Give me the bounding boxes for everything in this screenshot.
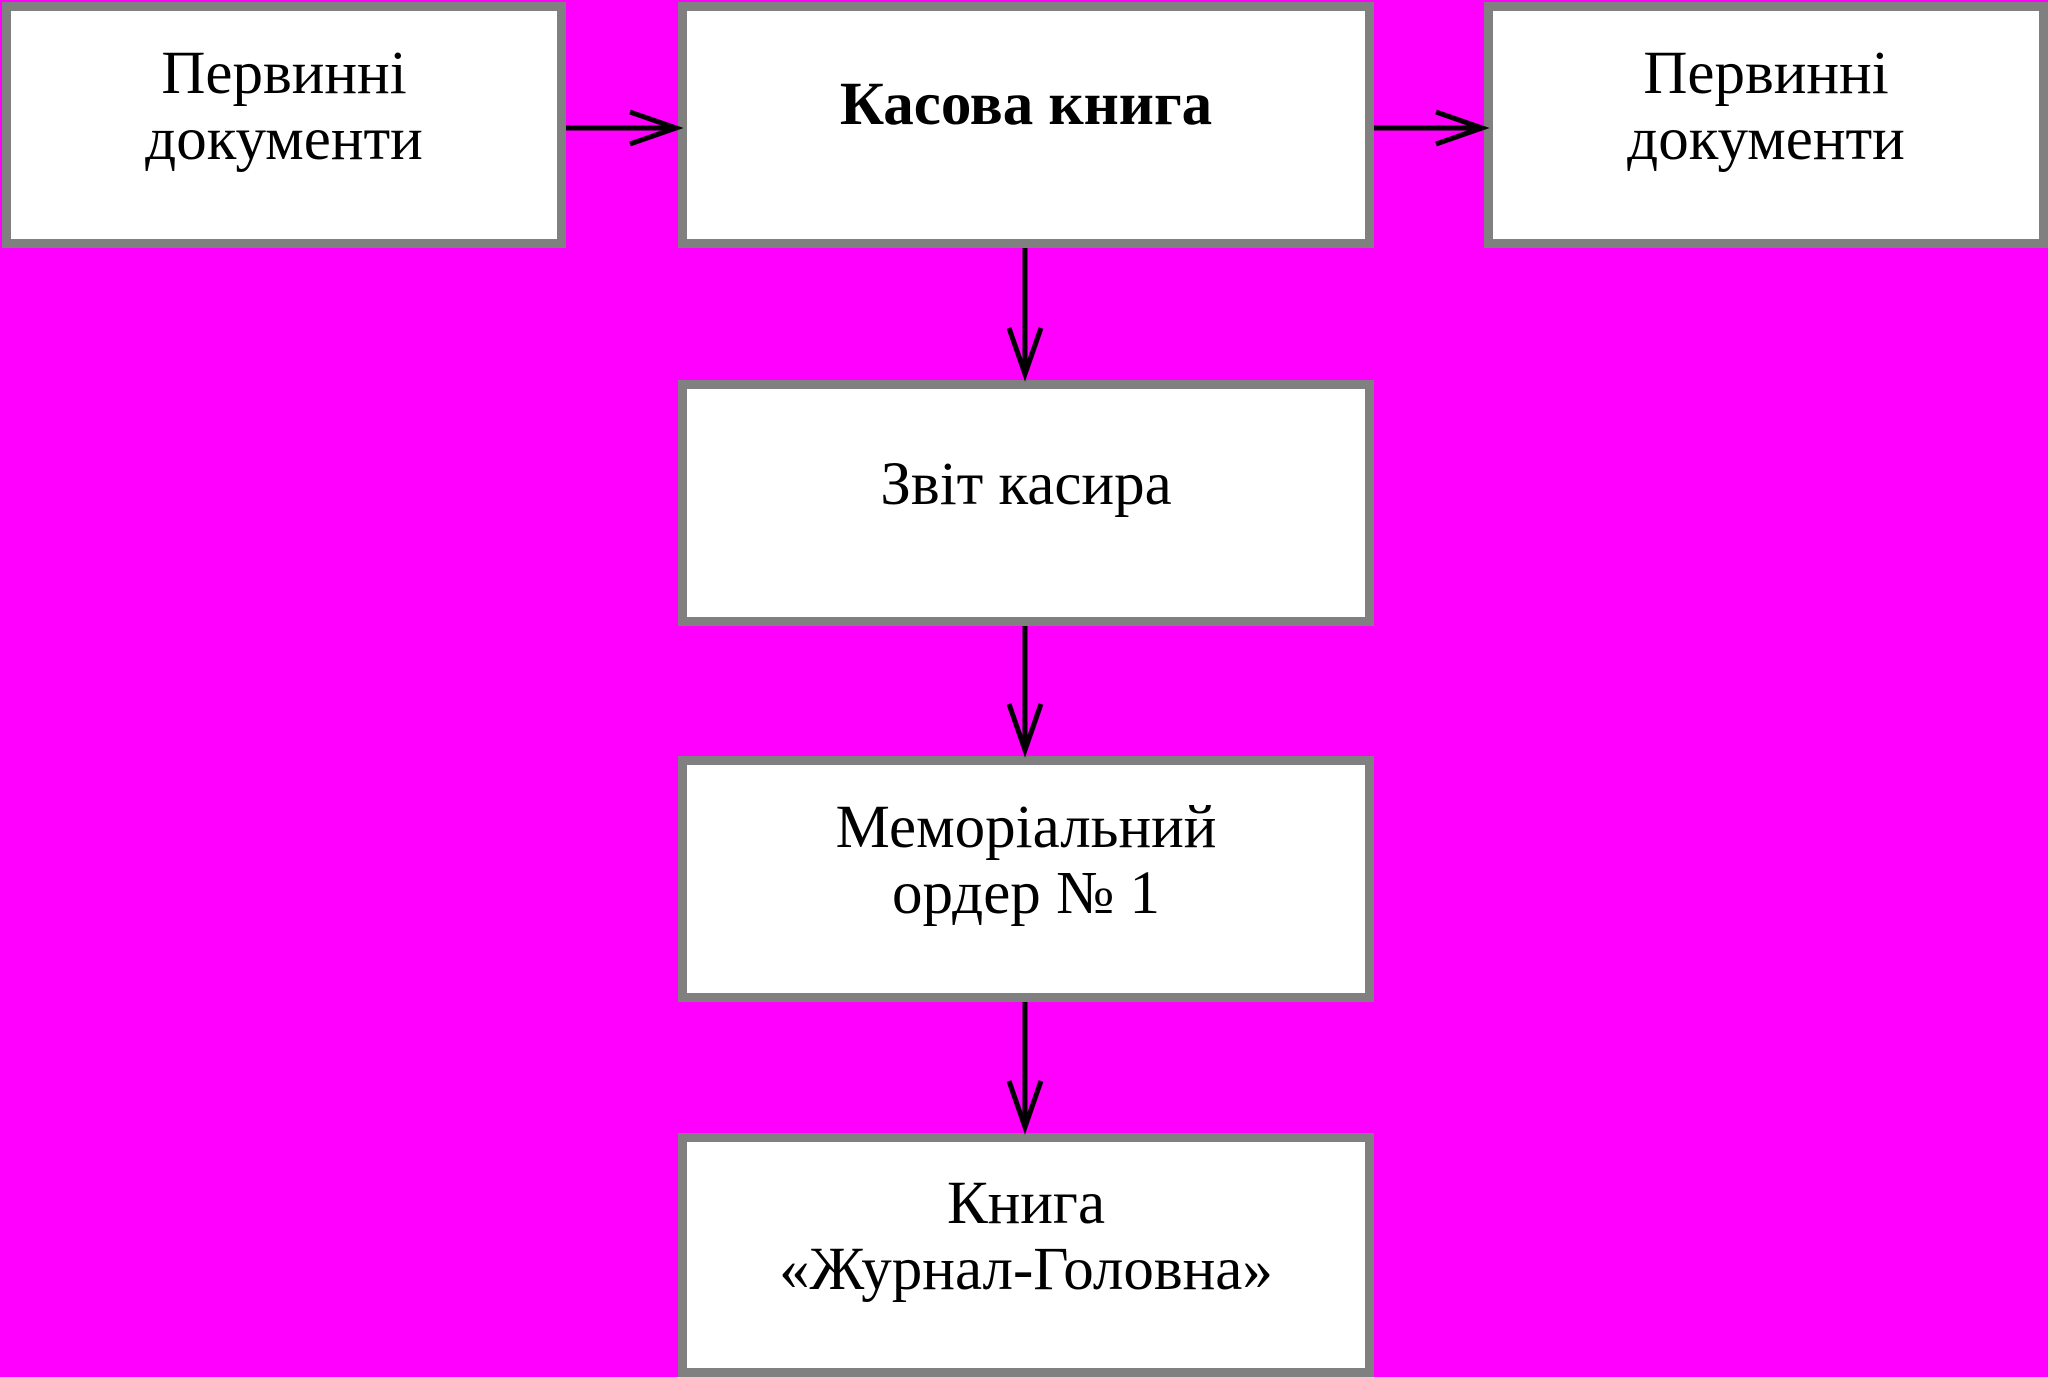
node-label: Меморіальний ордер № 1 bbox=[835, 794, 1217, 927]
node-primary-documents-left: Первинні документи bbox=[2, 2, 566, 248]
node-journal-main-book: Книга «Журнал-Головна» bbox=[678, 1133, 1374, 1377]
node-label: Касова книга bbox=[839, 71, 1213, 138]
node-label: Первинні документи bbox=[1627, 40, 1905, 173]
node-primary-documents-right: Первинні документи bbox=[1484, 2, 2048, 248]
arrow-cash-book-to-cashier-report bbox=[1006, 248, 1044, 382]
arrow-memorial-order-to-journal bbox=[1006, 1002, 1044, 1135]
node-label: Звіт касира bbox=[880, 451, 1172, 518]
arrow-cash-book-to-right-docs bbox=[1374, 109, 1490, 147]
node-label: Первинні документи bbox=[145, 40, 423, 173]
arrow-left-docs-to-cash-book bbox=[566, 109, 684, 147]
node-label: Книга «Журнал-Головна» bbox=[779, 1170, 1273, 1303]
node-memorial-order: Меморіальний ордер № 1 bbox=[678, 756, 1374, 1002]
node-cashier-report: Звіт касира bbox=[678, 380, 1374, 626]
node-cash-book: Касова книга bbox=[678, 2, 1374, 248]
arrow-cashier-report-to-memorial-order bbox=[1006, 626, 1044, 758]
